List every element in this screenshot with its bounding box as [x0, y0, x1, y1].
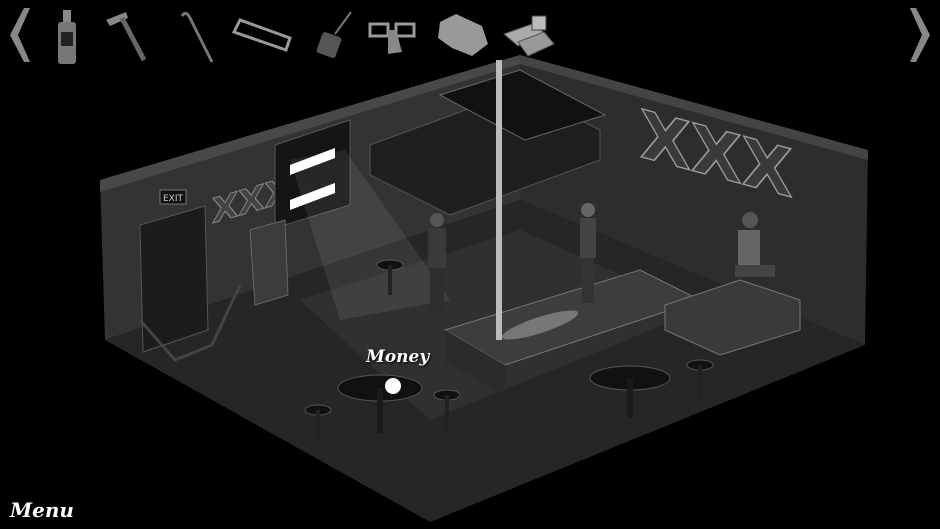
- stool: [433, 389, 461, 430]
- glue-bottle-icon[interactable]: [36, 4, 98, 66]
- hotspot-label-money: Money: [366, 347, 430, 367]
- chevron-right-icon[interactable]: [908, 6, 936, 64]
- stool: [376, 259, 404, 295]
- rope-barrier: [138, 284, 242, 362]
- money-bundle-icon[interactable]: [498, 4, 560, 66]
- groucho-glasses-icon[interactable]: [362, 4, 424, 66]
- stool: [304, 404, 332, 440]
- left-wall-trim: [100, 55, 520, 192]
- dance-pole: [496, 60, 502, 340]
- cloth-rag-icon[interactable]: [432, 4, 494, 66]
- character-seated-on-stage[interactable]: [735, 212, 775, 277]
- exit-sign: [159, 189, 187, 205]
- table: [337, 374, 423, 433]
- character-bartender[interactable]: [580, 203, 596, 303]
- exit-door[interactable]: [139, 205, 209, 353]
- money-hotspot-cursor[interactable]: [385, 378, 401, 394]
- window-glare: [290, 183, 335, 210]
- character-lying-on-floor[interactable]: [499, 305, 580, 345]
- bar-counter-front: [445, 330, 505, 395]
- crowbar-icon[interactable]: [168, 4, 230, 66]
- stage-platform: [664, 279, 801, 356]
- hacksaw-icon[interactable]: [230, 4, 292, 66]
- window-glare: [290, 148, 335, 175]
- inventory-bar: [0, 0, 940, 70]
- table: [589, 365, 671, 418]
- exit-sign-text: EXIT: [163, 194, 184, 204]
- atm-machine[interactable]: [249, 219, 289, 306]
- stool: [686, 359, 714, 400]
- right-wall-trim: [520, 55, 868, 160]
- walkie-talkie-icon[interactable]: [305, 4, 367, 66]
- hammer-icon[interactable]: [100, 4, 162, 66]
- character-standing-man[interactable]: [428, 213, 446, 313]
- menu-button[interactable]: Menu: [10, 498, 74, 522]
- chevron-left-icon[interactable]: [4, 6, 32, 64]
